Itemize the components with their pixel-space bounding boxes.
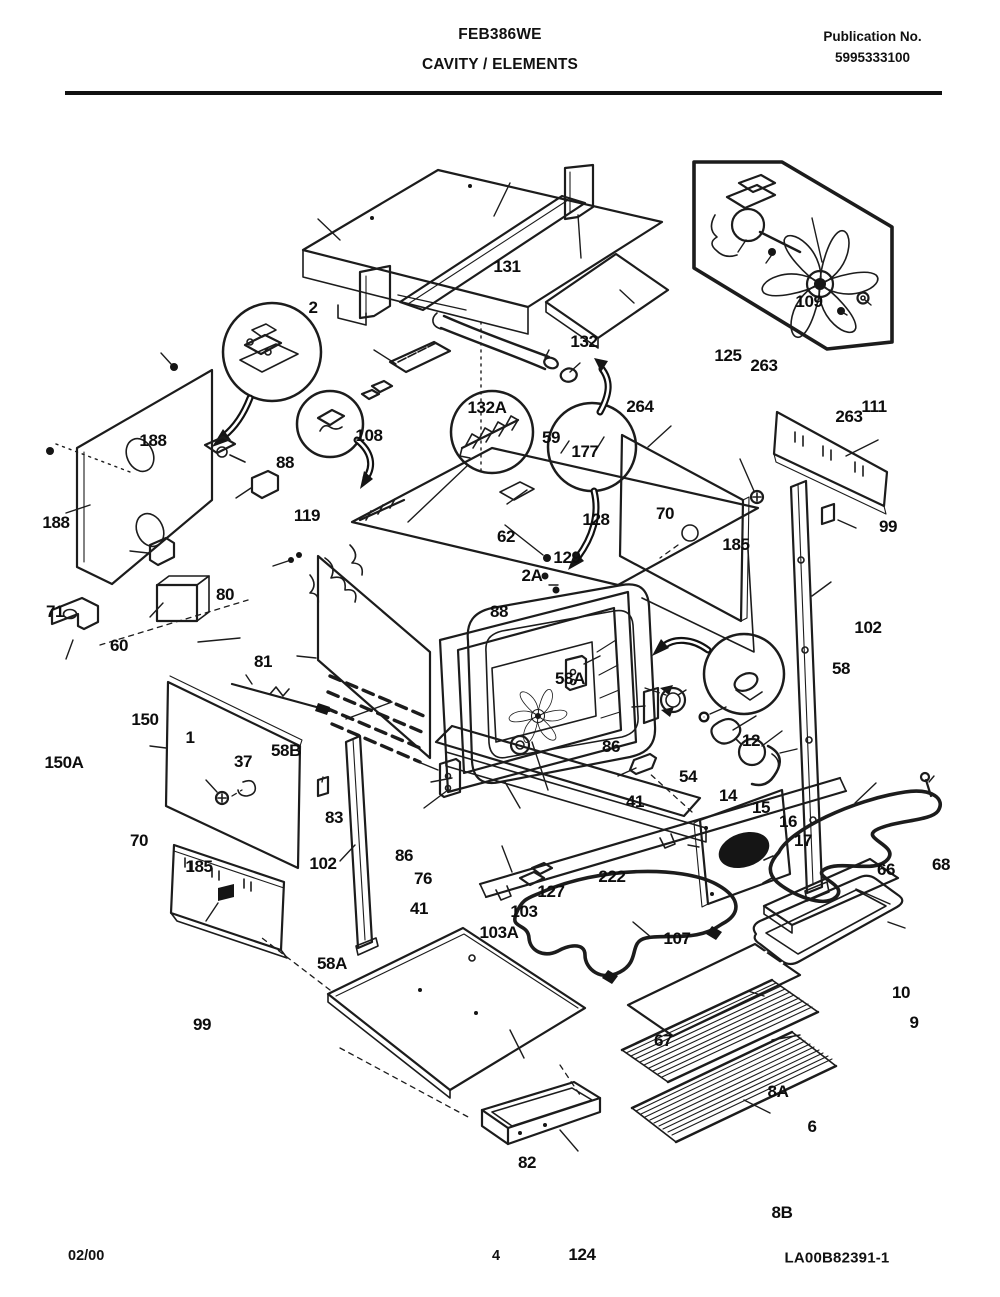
drawer-tray-drawing: [480, 1080, 602, 1152]
footer-page-number: 4: [492, 1248, 501, 1264]
upper-rear-panel-drawing: [772, 410, 889, 529]
broil-element-drawing: [762, 771, 942, 904]
switch-detail-circle: [295, 389, 375, 489]
model-number: FEB386WE: [458, 26, 542, 43]
footer-revision-date: 02/00: [68, 1248, 105, 1264]
latch-hardware-drawing: [129, 435, 302, 567]
publication-number: 5995333100: [834, 49, 911, 65]
top-panel-drawing: [301, 168, 664, 335]
rear-left-panel-drawing: [46, 352, 214, 586]
header: FEB386WE CAVITY / ELEMENTS: [0, 26, 1000, 74]
latch-detail-circle: [212, 301, 323, 447]
cavity-top-sheet-drawing: [350, 446, 760, 594]
broiler-pan-drawing: [752, 857, 906, 966]
lower-rear-panel-drawing: [169, 843, 288, 959]
roller-detail-circle: [652, 632, 786, 716]
trim-clip-drawing: [617, 752, 658, 777]
oven-rack-b-drawing: [630, 1030, 838, 1144]
light-assembly-drawing: [644, 686, 798, 787]
vent-duct-drawing: [358, 163, 595, 473]
fan-assembly-box-drawing: [692, 160, 894, 351]
drawing-number: LA00B82391-1: [784, 1249, 890, 1267]
oven-cavity-drawing: [296, 544, 755, 843]
vent-grille-drawing: [544, 252, 670, 349]
heat-distributor-drawing: [360, 340, 452, 401]
right-side-rail-drawing: [789, 479, 832, 902]
interior-fan-icon: [508, 687, 568, 745]
oven-sensor-drawing: [230, 674, 331, 715]
broiler-grid-drawing: [626, 942, 802, 1038]
diagram-artwork: [46, 160, 942, 1152]
left-front-rail-drawing: [339, 734, 379, 956]
bracket-detail-circle: [546, 358, 638, 570]
left-front-panel-drawing: [149, 675, 330, 870]
convection-fan-icon: [761, 227, 879, 341]
elbow-duct-drawing: [432, 312, 581, 383]
bake-element-drawing: [513, 861, 738, 984]
right-rear-panel-drawing: [618, 425, 765, 623]
header-rule: [65, 91, 942, 95]
switch-box-drawing: [50, 575, 249, 660]
publication-label: Publication No.: [823, 29, 922, 44]
bottom-panel-drawing: [261, 926, 587, 1119]
page-title: CAVITY / ELEMENTS: [421, 56, 579, 73]
rack-support-detail-circle: [407, 389, 535, 523]
side-shield-drawing: [647, 771, 792, 908]
publication-block: Publication No. 5995333100: [790, 27, 955, 69]
bottom-trim-drawing: [478, 776, 848, 901]
